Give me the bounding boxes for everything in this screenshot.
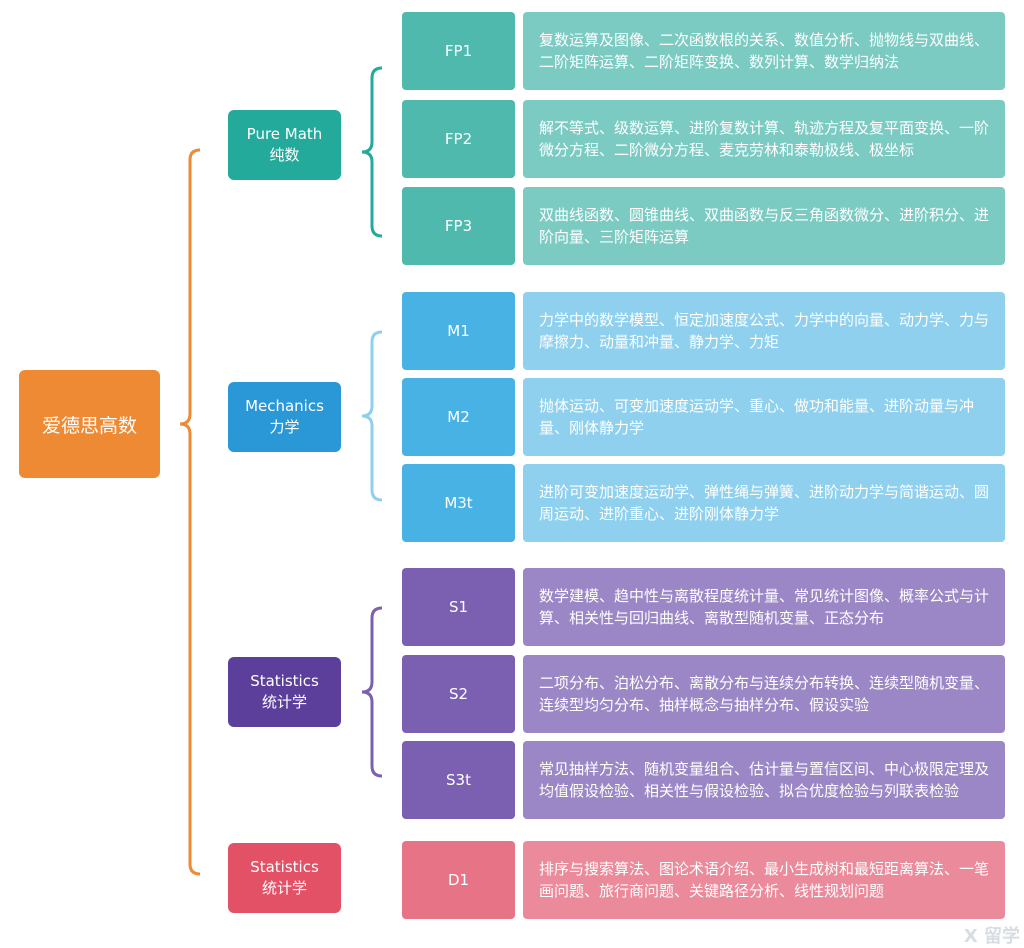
module-desc-text: 进阶可变加速度运动学、弹性绳与弹簧、进阶动力学与简谐运动、圆周运动、进阶重心、进…	[539, 483, 990, 523]
module-code-fp1: FP1	[402, 12, 515, 90]
module-code-label: S1	[448, 598, 469, 616]
module-code-s1: S1	[402, 568, 515, 646]
module-desc-text: 常见抽样方法、随机变量组合、估计量与置信区间、中心极限定理及均值假设检验、相关性…	[539, 760, 990, 800]
module-desc-text: 力学中的数学模型、恒定加速度公式、力学中的向量、动力学、力与摩擦力、动量和冲量、…	[539, 311, 990, 351]
category-mechanics: Mechanics 力学	[228, 382, 341, 452]
watermark: X 留学	[963, 926, 1020, 947]
module-code-s3t: S3t	[402, 741, 515, 819]
category-statistics: Statistics 统计学	[228, 657, 341, 727]
module-code-label: FP2	[444, 130, 473, 148]
category-decision: Statistics 统计学	[228, 843, 341, 913]
category-title: Statistics	[250, 858, 319, 876]
module-code-m3t: M3t	[402, 464, 515, 542]
module-desc-fp3: 双曲线函数、圆锥曲线、双曲函数与反三角函数微分、进阶积分、进阶向量、三阶矩阵运算	[523, 187, 1005, 265]
root-bracket	[179, 148, 201, 876]
module-code-m1: M1	[402, 292, 515, 370]
module-code-label: M2	[447, 408, 470, 426]
module-code-fp2: FP2	[402, 100, 515, 178]
category-subtitle: 统计学	[261, 693, 307, 711]
module-desc-text: 双曲线函数、圆锥曲线、双曲函数与反三角函数微分、进阶积分、进阶向量、三阶矩阵运算	[539, 206, 990, 246]
root-node: 爱德思高数	[19, 370, 160, 478]
category-subtitle: 力学	[269, 418, 300, 436]
mechanics-bracket	[361, 330, 383, 502]
module-desc-s1: 数学建模、趋中性与离散程度统计量、常见统计图像、概率公式与计算、相关性与回归曲线…	[523, 568, 1005, 646]
module-desc-s2: 二项分布、泊松分布、离散分布与连续分布转换、连续型随机变量、连续型均匀分布、抽样…	[523, 655, 1005, 733]
category-title: Statistics	[250, 672, 319, 690]
module-desc-text: 排序与搜索算法、图论术语介绍、最小生成树和最短距离算法、一笔画问题、旅行商问题、…	[539, 860, 990, 900]
category-subtitle: 纯数	[269, 146, 300, 164]
category-title: Mechanics	[245, 397, 324, 415]
module-code-label: M3t	[444, 494, 473, 512]
module-code-d1: D1	[402, 841, 515, 919]
module-desc-m2: 抛体运动、可变加速度运动学、重心、做功和能量、进阶动量与冲量、刚体静力学	[523, 378, 1005, 456]
statistics-bracket	[361, 606, 383, 778]
module-code-s2: S2	[402, 655, 515, 733]
module-code-label: FP1	[444, 42, 473, 60]
module-desc-text: 复数运算及图像、二次函数根的关系、数值分析、抛物线与双曲线、二阶矩阵运算、二阶矩…	[539, 31, 990, 71]
module-desc-fp1: 复数运算及图像、二次函数根的关系、数值分析、抛物线与双曲线、二阶矩阵运算、二阶矩…	[523, 12, 1005, 90]
module-desc-m1: 力学中的数学模型、恒定加速度公式、力学中的向量、动力学、力与摩擦力、动量和冲量、…	[523, 292, 1005, 370]
category-title: Pure Math	[246, 125, 323, 143]
root-label: 爱德思高数	[41, 414, 137, 437]
module-code-label: S3t	[446, 771, 471, 789]
module-code-label: FP3	[444, 217, 473, 235]
module-code-label: S2	[448, 685, 469, 703]
module-code-fp3: FP3	[402, 187, 515, 265]
module-desc-text: 二项分布、泊松分布、离散分布与连续分布转换、连续型随机变量、连续型均匀分布、抽样…	[539, 674, 990, 714]
module-desc-text: 数学建模、趋中性与离散程度统计量、常见统计图像、概率公式与计算、相关性与回归曲线…	[539, 587, 990, 627]
module-code-m2: M2	[402, 378, 515, 456]
category-pure-math: Pure Math 纯数	[228, 110, 341, 180]
module-desc-text: 抛体运动、可变加速度运动学、重心、做功和能量、进阶动量与冲量、刚体静力学	[539, 397, 975, 437]
module-desc-d1: 排序与搜索算法、图论术语介绍、最小生成树和最短距离算法、一笔画问题、旅行商问题、…	[523, 841, 1005, 919]
module-desc-fp2: 解不等式、级数运算、进阶复数计算、轨迹方程及复平面变换、一阶微分方程、二阶微分方…	[523, 100, 1005, 178]
module-code-label: M1	[447, 322, 470, 340]
module-code-label: D1	[447, 871, 470, 889]
module-desc-s3t: 常见抽样方法、随机变量组合、估计量与置信区间、中心极限定理及均值假设检验、相关性…	[523, 741, 1005, 819]
module-desc-m3t: 进阶可变加速度运动学、弹性绳与弹簧、进阶动力学与简谐运动、圆周运动、进阶重心、进…	[523, 464, 1005, 542]
pure-math-bracket	[361, 66, 383, 238]
category-subtitle: 统计学	[261, 879, 307, 897]
module-desc-text: 解不等式、级数运算、进阶复数计算、轨迹方程及复平面变换、一阶微分方程、二阶微分方…	[539, 119, 990, 159]
